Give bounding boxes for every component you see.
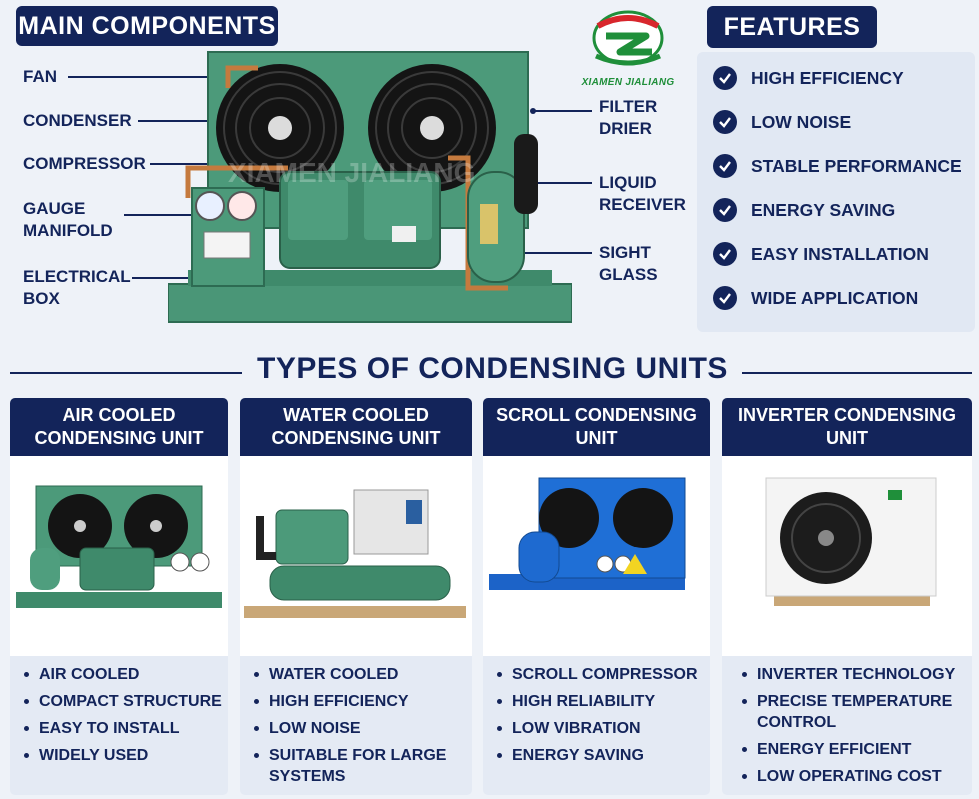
leader-sight (496, 252, 592, 254)
label-filter-drier: FILTER DRIER (599, 97, 658, 138)
check-icon (713, 198, 737, 222)
water-cooled-unit-illustration (244, 489, 466, 618)
list-item: WIDELY USED (24, 745, 222, 766)
list-item: HIGH EFFICIENCY (254, 691, 466, 712)
feature-item: HIGH EFFICIENCY (713, 65, 904, 91)
brand-logo-icon (592, 10, 664, 66)
check-icon (713, 110, 737, 134)
list-item: LOW NOISE (254, 718, 466, 739)
brand-logo: XIAMEN JIALIANG (576, 8, 680, 88)
list-item: WATER COOLED (254, 664, 466, 685)
feature-item: STABLE PERFORMANCE (713, 153, 962, 179)
label-sight-glass: SIGHT GLASS (599, 243, 658, 284)
inverter-unit-illustration (765, 477, 937, 606)
check-icon (713, 286, 737, 310)
list-item: ENERGY EFFICIENT (742, 739, 966, 760)
check-icon (713, 66, 737, 90)
main-components-title: MAIN COMPONENTS (16, 6, 278, 46)
fan-left-icon (216, 64, 344, 192)
list-item: EASY TO INSTALL (24, 718, 222, 739)
features-title: FEATURES (707, 6, 877, 48)
air-cooled-unit-illustration (16, 485, 222, 608)
list-item: COMPACT STRUCTURE (24, 691, 222, 712)
card-image (483, 456, 710, 656)
types-title: TYPES OF CONDENSING UNITS (257, 352, 728, 385)
condensing-unit-illustration: XIAMEN JIALIANG (168, 51, 572, 323)
list-item: AIR COOLED (24, 664, 222, 685)
brand-name: XIAMEN JIALIANG (581, 77, 675, 88)
list-item: SCROLL COMPRESSOR (497, 664, 704, 685)
bullet-list: AIR COOLED COMPACT STRUCTURE EASY TO INS… (24, 664, 222, 772)
leader-receiver (530, 182, 592, 184)
bullet-list: INVERTER TECHNOLOGY PRECISE TEMPERATURE … (742, 664, 966, 793)
leader-filter (532, 110, 592, 112)
bullet-list: SCROLL COMPRESSOR HIGH RELIABILITY LOW V… (497, 664, 704, 772)
divider-left (10, 372, 242, 374)
scroll-unit-illustration (489, 477, 686, 590)
leader-fan (68, 76, 268, 78)
check-icon (713, 154, 737, 178)
feature-item: LOW NOISE (713, 109, 851, 135)
card-image (10, 456, 228, 656)
label-compressor: COMPRESSOR (23, 154, 146, 173)
divider-right (742, 372, 972, 374)
card-image (240, 456, 472, 656)
label-liquid-receiver: LIQUID RECEIVER (599, 173, 686, 214)
list-item: ENERGY SAVING (497, 745, 704, 766)
feature-item: ENERGY SAVING (713, 197, 895, 223)
watermark: XIAMEN JIALIANG (228, 157, 475, 188)
label-fan: FAN (23, 67, 57, 86)
list-item: PRECISE TEMPERATURE CONTROL (742, 691, 966, 733)
list-item: INVERTER TECHNOLOGY (742, 664, 966, 685)
feature-item: EASY INSTALLATION (713, 241, 929, 267)
list-item: LOW VIBRATION (497, 718, 704, 739)
leader-dot-filter (530, 108, 536, 114)
bullet-list: WATER COOLED HIGH EFFICIENCY LOW NOISE S… (254, 664, 466, 793)
list-item: LOW OPERATING COST (742, 766, 966, 787)
leader-gauge (124, 214, 204, 216)
label-condenser: CONDENSER (23, 111, 132, 130)
label-gauge-manifold: GAUGE MANIFOLD (23, 199, 113, 240)
features-panel (697, 52, 975, 332)
feature-item: WIDE APPLICATION (713, 285, 918, 311)
label-electrical-box: ELECTRICAL BOX (23, 267, 131, 308)
check-icon (713, 242, 737, 266)
list-item: SUITABLE FOR LARGE SYSTEMS (254, 745, 466, 787)
leader-electrical (132, 277, 212, 279)
card-image (722, 456, 972, 656)
list-item: HIGH RELIABILITY (497, 691, 704, 712)
